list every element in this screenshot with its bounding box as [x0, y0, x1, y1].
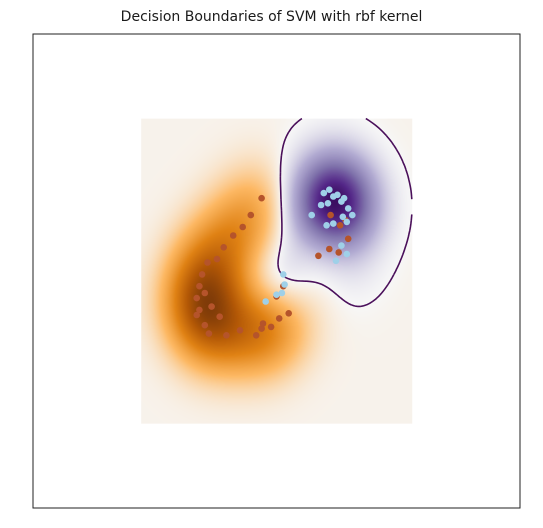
scatter-point-class-0-13: [193, 311, 200, 319]
decision-function-heatmap: [141, 118, 413, 424]
scatter-point-class-0-22: [275, 315, 283, 322]
scatter-point-class-1-3: [334, 191, 341, 199]
scatter-point-class-0-8: [196, 282, 203, 290]
scatter-point-class-0-20: [258, 325, 265, 332]
scatter-point-class-0-12: [196, 306, 203, 314]
scatter-point-class-0-29: [326, 245, 333, 253]
scatter-point-class-0-6: [204, 259, 211, 266]
scatter-point-class-1-12: [339, 213, 347, 221]
scatter-point-class-0-7: [198, 271, 206, 278]
scatter-point-class-0-21: [267, 323, 275, 331]
scatter-point-class-0-5: [213, 255, 221, 263]
scatter-point-class-1-19: [281, 281, 288, 288]
scatter-point-class-1-7: [317, 201, 325, 209]
scatter-point-class-0-24: [285, 310, 293, 317]
scatter-point-class-1-22: [262, 298, 270, 305]
axes-frame: [32, 33, 521, 509]
scatter-point-class-1-21: [273, 291, 280, 299]
scatter-point-class-1-0: [320, 189, 328, 197]
scatter-point-class-0-2: [239, 223, 246, 231]
scatter-point-class-0-11: [208, 303, 215, 310]
chart-title: Decision Boundaries of SVM with rbf kern…: [120, 9, 423, 25]
scatter-point-class-0-32: [344, 235, 352, 243]
scatter-point-class-1-14: [308, 211, 316, 219]
scatter-point-class-0-16: [205, 330, 213, 337]
scatter-point-class-1-18: [280, 271, 287, 278]
scatter-point-class-1-6: [324, 200, 332, 207]
scatter-point-class-0-15: [201, 321, 209, 329]
scatter-point-class-1-8: [344, 205, 352, 212]
scatter-point-class-1-17: [343, 250, 351, 258]
scatter-point-class-0-0: [258, 194, 265, 202]
scatter-point-class-1-15: [332, 257, 340, 265]
scatter-point-class-0-9: [201, 289, 209, 297]
scatter-point-class-0-28: [335, 249, 343, 256]
scatter-point-class-1-20: [278, 289, 286, 297]
scatter-point-class-0-17: [223, 332, 230, 339]
scatter-point-class-0-23: [259, 320, 267, 327]
scatter-point-class-0-27: [315, 252, 322, 260]
decision-boundary-contour: [277, 117, 413, 308]
scatter-point-class-0-4: [220, 244, 227, 251]
scatter-point-class-0-30: [336, 222, 344, 229]
scatter-point-class-1-13: [323, 222, 330, 229]
scatter-point-class-1-11: [330, 220, 337, 227]
scatter-point-class-0-10: [193, 294, 200, 302]
scatter-point-class-1-10: [343, 218, 351, 226]
scatter-point-class-1-9: [349, 211, 356, 219]
scatter-point-class-0-14: [216, 313, 223, 321]
scatter-point-class-0-33: [327, 211, 334, 219]
scatter-point-class-0-1: [247, 211, 255, 219]
scatter-point-class-0-19: [252, 332, 260, 339]
scatter-point-class-1-16: [338, 242, 345, 249]
scatter-point-class-1-1: [326, 186, 333, 193]
scatter-point-class-0-3: [229, 232, 237, 239]
scatter-point-class-0-18: [236, 327, 244, 334]
scatter-point-class-1-5: [340, 194, 348, 202]
